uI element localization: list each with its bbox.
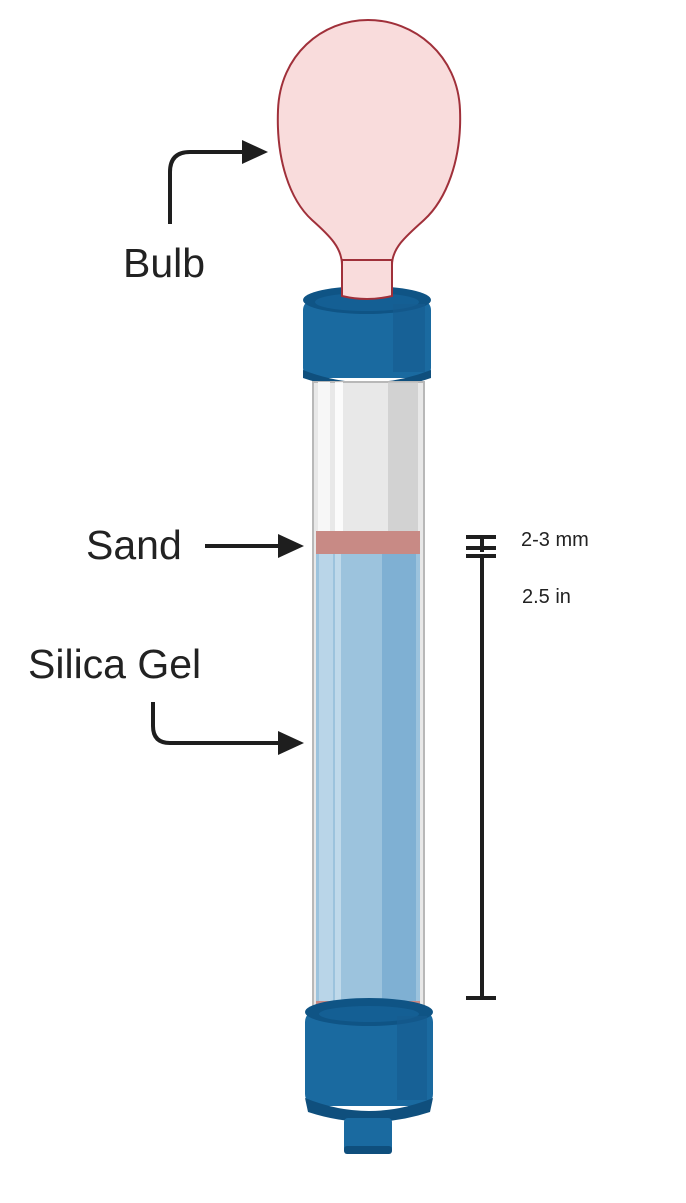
silica-gel-label: Silica Gel	[28, 641, 201, 687]
outlet-tip	[344, 1118, 392, 1152]
sand-layer-top	[316, 531, 420, 554]
silica-gel-arrow	[151, 702, 304, 755]
bulb-shape	[276, 18, 462, 299]
sand-arrow	[205, 534, 304, 558]
sand-label: Sand	[86, 522, 182, 568]
bottom-cap	[305, 998, 433, 1154]
top-cap	[303, 259, 431, 389]
sand-thickness-bracket	[466, 535, 496, 552]
bulb-arrow	[168, 140, 268, 224]
bulb-label: Bulb	[123, 240, 205, 286]
silica-gel-layer	[316, 553, 420, 1001]
silica-height-bracket	[466, 554, 496, 1000]
sand-thickness-value: 2-3 mm	[521, 529, 589, 551]
bulb	[276, 18, 462, 299]
silica-height-value: 2.5 in	[522, 586, 571, 608]
